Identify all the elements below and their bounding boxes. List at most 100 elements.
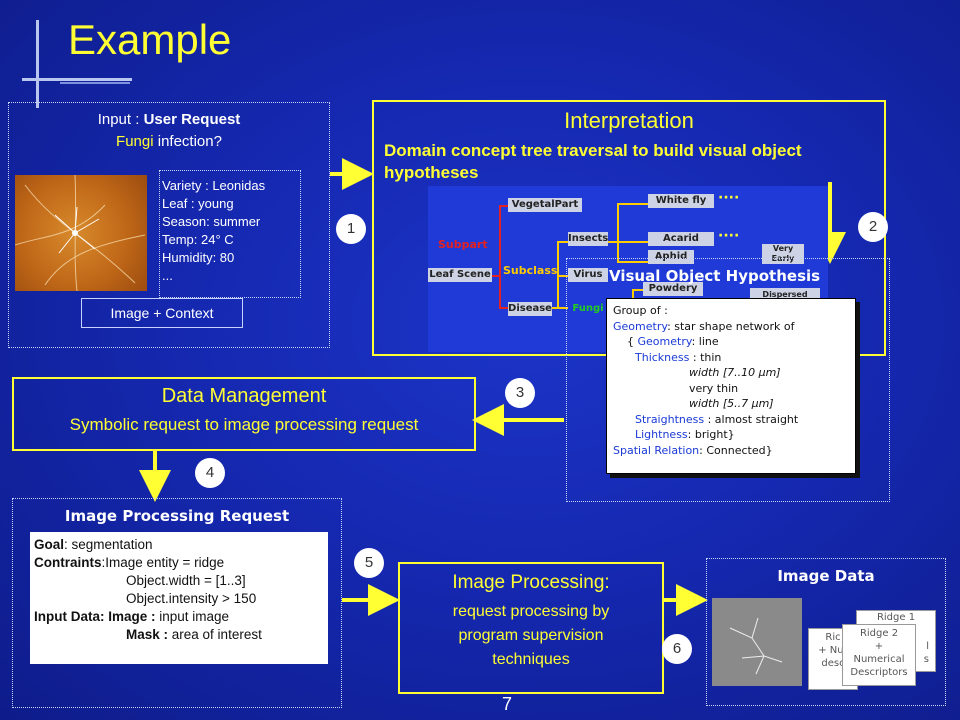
ipr-line: Contraints:Image entity = ridge (34, 554, 324, 572)
ipr-key: Input Data: Image : (34, 609, 160, 624)
ipr-panel: Image Processing Request (12, 498, 342, 708)
ipr-line: Mask : area of interest (34, 626, 324, 644)
voh-line: Group of : (613, 304, 668, 317)
tree-node: Aphid (648, 250, 694, 264)
page-number: 7 (502, 694, 513, 714)
voh-line: Thickness : thin (613, 350, 849, 366)
context-line: Variety : Leonidas (162, 178, 266, 193)
context-line: Temp: 24° C (162, 232, 234, 247)
ipr-line: Goal: segmentation (34, 536, 324, 554)
voh-panel: Visual Object Hypothesis (566, 258, 890, 502)
step-badge: 4 (195, 458, 225, 488)
voh-line: width [7..10 μm] (689, 366, 781, 379)
tree-node: Leaf Scene (428, 268, 492, 282)
tree-node: Powdery (643, 282, 703, 296)
user-request: Fungi infection? (9, 133, 329, 150)
title-decoration-vertical (36, 20, 39, 108)
slide-title: Example (68, 16, 232, 63)
data-management-panel: Data Management Symbolic request to imag… (12, 377, 476, 451)
image-processing-title: Image Processing: (452, 572, 610, 593)
tree-node: Insects (568, 232, 609, 246)
voh-key: Thickness (635, 350, 690, 364)
input-panel: Input : User Request Fungi infection? Va… (8, 102, 330, 348)
subclass-label: Subclass (503, 264, 558, 277)
step-badge: 2 (858, 212, 888, 242)
context-line: Leaf : young (162, 196, 234, 211)
ipr-card: Goal: segmentation Contraints:Image enti… (30, 532, 328, 664)
voh-key: Geometry (613, 319, 668, 333)
ridge-text: Numerical (853, 654, 905, 665)
subpart-label: Subpart (438, 238, 488, 251)
ipr-value: :Image entity = ridge (101, 555, 225, 570)
image-data-panel: Image Data (706, 558, 946, 706)
request-rest: infection? (153, 133, 222, 150)
voh-line: Lightness: bright} (613, 427, 849, 443)
tree-edges (492, 203, 648, 309)
ellipsis-icon: ···· (718, 190, 740, 206)
input-title-bold: User Request (143, 111, 241, 128)
voh-key: Straightness (635, 412, 705, 426)
ridge-network-icon (729, 617, 783, 675)
voh-value: : Connected} (699, 443, 773, 457)
tree-node: Virus (568, 268, 608, 282)
tree-node: VegetalPart (508, 198, 582, 212)
voh-value: : line (691, 335, 719, 348)
voh-key: Spatial Relation (613, 443, 700, 457)
ip-line: request processing by (452, 603, 610, 620)
ipr-title: Image Processing Request (64, 507, 290, 525)
ridge-text: + Nur (818, 645, 848, 656)
voh-line: Geometry: star shape network of (613, 319, 849, 335)
ridge-text: s (923, 654, 929, 665)
ipr-key: Mask : (126, 627, 172, 642)
voh-value: : star shape network of (667, 319, 795, 333)
image-data-title: Image Data (777, 567, 875, 585)
ridge-text: Ridge 2 (859, 628, 899, 639)
data-management-title: Data Management (161, 385, 327, 407)
ipr-value: : segmentation (64, 537, 153, 552)
leaf-image (14, 174, 147, 292)
voh-line: { Geometry: line (613, 334, 849, 350)
leaf-veins-icon (14, 174, 146, 292)
step-badge: 6 (662, 634, 692, 664)
tree-node: Acarid (648, 232, 714, 246)
ridge-text: + (874, 641, 884, 652)
context-box: Variety : Leonidas Leaf : young Season: … (159, 170, 301, 298)
voh-key: Lightness (635, 428, 688, 441)
context-line: Season: summer (162, 214, 261, 229)
ellipsis-icon: ···· (718, 228, 740, 244)
ridge-card-2: Ridge 2 + Numerical Descriptors (842, 624, 916, 686)
voh-line: very thin (689, 381, 739, 395)
voh-line: Spatial Relation: Connected} (613, 443, 849, 459)
ipr-line: Object.intensity > 150 (126, 591, 257, 606)
step-badge: 1 (336, 214, 366, 244)
voh-title: Visual Object Hypothesis (609, 267, 821, 285)
request-keyword: Fungi (116, 133, 154, 150)
image-processing-subtitle: request processing by program supervisio… (400, 600, 662, 672)
interpretation-title: Interpretation (564, 108, 694, 133)
voh-key: Geometry (637, 335, 692, 348)
interpretation-subtitle: Domain concept tree traversal to build v… (384, 141, 802, 182)
input-title-prefix: Input : (97, 111, 144, 128)
ridge-text: Descriptors (850, 667, 908, 678)
step-badge: 3 (505, 378, 535, 408)
context-line: ... (162, 268, 173, 283)
voh-value: : almost straight (704, 412, 799, 426)
ipr-key: Contraints (34, 555, 102, 570)
title-decoration-horizontal (22, 78, 132, 81)
ridge-text: Ridge 1 (876, 612, 916, 623)
ridge-text: l (926, 641, 929, 652)
context-line: Humidity: 80 (162, 250, 235, 265)
ipr-value: input image (159, 609, 230, 624)
ipr-key: Goal (34, 537, 65, 552)
tree-node: White fly (648, 194, 714, 208)
data-management-subtitle: Symbolic request to image processing req… (69, 415, 419, 434)
title-decoration-underline (60, 82, 130, 84)
tree-node: Disease (508, 302, 552, 316)
ip-line: program supervision (458, 627, 604, 644)
tree-node: Fungi (572, 303, 604, 314)
image-context-label: Image + Context (81, 298, 243, 328)
ip-line: techniques (492, 651, 570, 668)
ipr-line: Object.width = [1..3] (126, 573, 246, 588)
ipr-line: Input Data: Image : input image (34, 608, 324, 626)
